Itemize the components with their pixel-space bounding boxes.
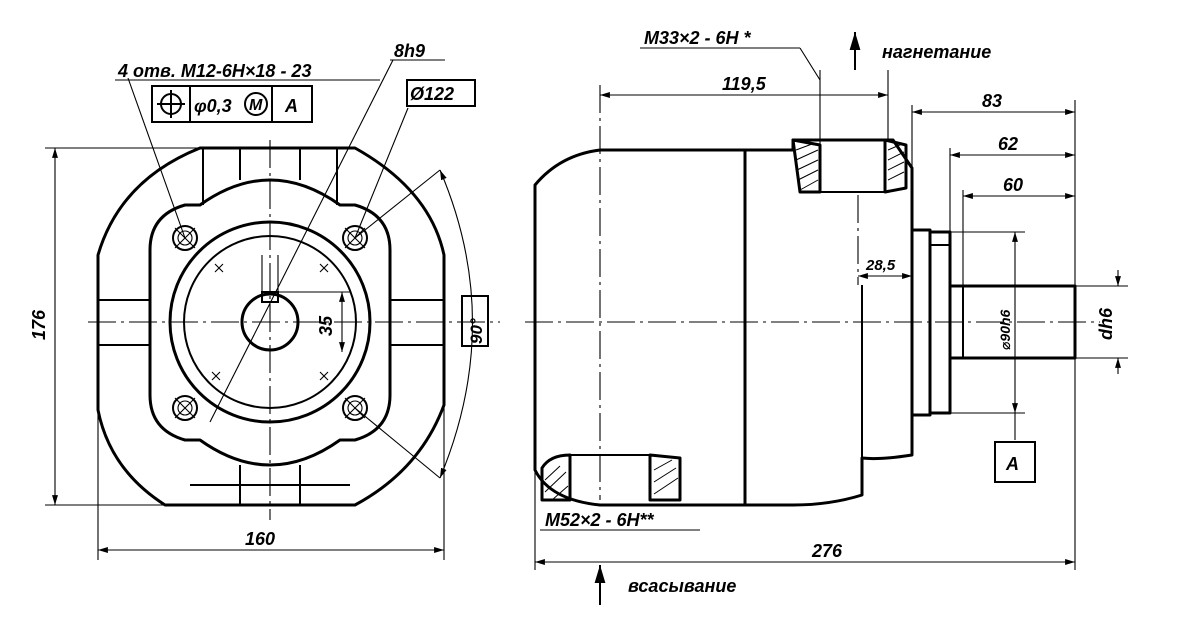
pilot-dia-label: ⌀90h6 <box>997 309 1013 350</box>
dim-176-label: 176 <box>29 309 49 340</box>
tolerance-datum: A <box>284 96 298 116</box>
tolerance-modifier: M <box>249 97 263 114</box>
side-body-outline <box>533 148 747 507</box>
front-top-rib <box>202 148 338 205</box>
angle-box <box>461 295 489 347</box>
suction-port-label: М52×2 - 6Н** <box>545 510 655 530</box>
holes-label: 4 отв. М12-6Н×18 - 23 <box>117 61 311 81</box>
dim-28-5-label: 28,5 <box>865 257 896 274</box>
angle-arc <box>439 169 473 479</box>
bolt-circle-label: Ø122 <box>410 84 454 104</box>
key-width-label: 8h9 <box>394 41 425 61</box>
front-side-ribs <box>98 299 444 346</box>
dim-35-label: 35 <box>316 315 336 336</box>
front-shaft-circle <box>240 292 300 352</box>
dim-83-label: 83 <box>982 91 1002 111</box>
suction-port-section <box>540 453 682 502</box>
front-keyway <box>261 291 279 303</box>
bolt-circle-leader <box>354 107 409 239</box>
tolerance-frame: φ0,3 M A <box>151 85 313 123</box>
dim-276-label: 276 <box>811 541 843 561</box>
bolt-circle-box <box>406 79 476 107</box>
dim-62-label: 62 <box>998 134 1018 154</box>
shaft-dia-label: dh6 <box>1096 307 1116 340</box>
tolerance-value: φ0,3 <box>194 96 232 116</box>
key-leader <box>209 59 394 423</box>
mmc-modifier-icon <box>244 92 268 116</box>
pressure-label: нагнетание <box>882 42 991 62</box>
pressure-port-section <box>791 138 908 194</box>
dim-60-label: 60 <box>1003 175 1023 195</box>
front-bottom-rib <box>190 465 350 505</box>
holes-leader <box>127 77 186 239</box>
datum-a-label: A <box>1005 454 1019 474</box>
front-pilot-outer <box>168 220 372 424</box>
front-x-marks <box>211 263 329 381</box>
angle-line-bottom <box>354 407 441 479</box>
front-pilot-inner <box>183 235 357 409</box>
dim-160-label: 160 <box>245 529 275 549</box>
angle-line-top <box>354 169 441 239</box>
pressure-port-label: М33×2 - 6Н * <box>644 28 752 48</box>
side-view: М33×2 - 6Н * нагнетание 119,5 83 62 60 2… <box>525 28 1128 605</box>
dim-119-5-label: 119,5 <box>722 74 767 94</box>
front-view: 4 отв. М12-6Н×18 - 23 8h9 Ø122 φ0,3 M A … <box>29 41 500 560</box>
front-flange-outline <box>148 178 392 467</box>
pressure-port-leader <box>799 47 821 81</box>
suction-label: всасывание <box>628 576 736 596</box>
angle-label: 90° <box>467 318 486 344</box>
datum-box <box>994 441 1036 483</box>
